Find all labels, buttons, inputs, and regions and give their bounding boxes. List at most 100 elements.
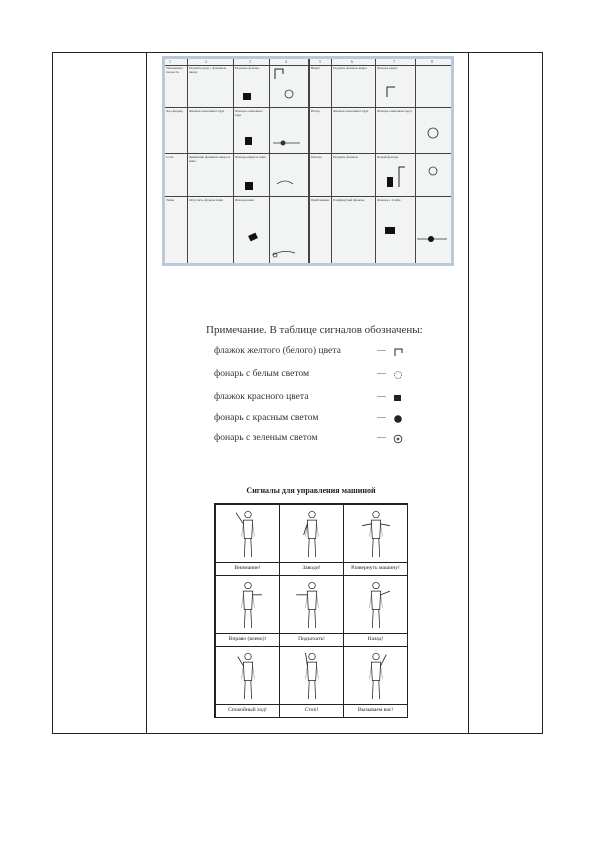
signal-name: Тише bbox=[166, 198, 175, 202]
column-divider-2 bbox=[468, 52, 469, 734]
signal-name: Стоп bbox=[166, 155, 174, 159]
signaller-figure-icon bbox=[361, 510, 390, 558]
signal-caption: Спокойный ход! bbox=[216, 704, 279, 717]
signal-cell: Внимание! bbox=[215, 504, 280, 576]
legend-dash: — bbox=[377, 345, 386, 355]
legend-label: флажок красного цвета bbox=[214, 391, 309, 402]
signal-night-description: Фонарь вниз bbox=[235, 198, 254, 202]
legend-label: фонарь с зеленым светом bbox=[214, 432, 318, 443]
signaller-figure-icon bbox=[368, 581, 390, 629]
signal-description: Развёрнутый флажок bbox=[333, 198, 365, 202]
signal-caption: Стоп! bbox=[280, 704, 343, 717]
signal-cell: Стоп! bbox=[279, 646, 344, 718]
signal-name: Уменьшить скорость bbox=[166, 66, 184, 75]
signal-name: Приближение bbox=[311, 198, 329, 202]
document-table bbox=[52, 52, 543, 734]
signal-description: Флажок описывает круг bbox=[333, 109, 369, 113]
legend-dash: — bbox=[377, 412, 386, 422]
signal-caption: Вправо (влево)! bbox=[216, 633, 279, 646]
column-number: 5 bbox=[319, 59, 321, 64]
yellow-flag-icon bbox=[274, 68, 284, 79]
signal-caption: Назад! bbox=[344, 633, 407, 646]
white-lantern-icon bbox=[284, 89, 294, 99]
signal-caption: Развернуть машину! bbox=[344, 562, 407, 575]
legend-dash: — bbox=[377, 368, 386, 378]
yellow-flag-icon bbox=[386, 86, 395, 97]
red-flag-icon bbox=[243, 93, 251, 100]
signaller-figure-icon bbox=[295, 581, 319, 629]
signal-caption: Вызываем вас! bbox=[344, 704, 407, 717]
red-lantern-icon bbox=[428, 236, 434, 242]
signal-description: Движение флажком вверх и вниз bbox=[189, 155, 231, 164]
signaller-figure-icon bbox=[302, 510, 319, 558]
legend: Примечание. В таблице сигналов обозначен… bbox=[206, 324, 446, 448]
crane-signals-grid: Внимание! Заводи! Развернуть машину! bbox=[214, 503, 408, 718]
red-flag-icon bbox=[385, 227, 395, 234]
signaller-figure-icon bbox=[240, 581, 262, 629]
white-lantern-icon bbox=[427, 127, 439, 139]
legend-row: фонарь с зеленым светом — bbox=[214, 432, 403, 446]
legend-dash: — bbox=[377, 391, 386, 401]
signal-cell: Развернуть машину! bbox=[343, 504, 408, 576]
signal-cell: Вправо (влево)! bbox=[215, 575, 280, 647]
column-number: 4 bbox=[285, 59, 287, 64]
legend-row: фонарь с красным светом — bbox=[214, 412, 402, 426]
signal-night-description: Фонарь описывает круг bbox=[235, 109, 263, 118]
red-lantern-icon bbox=[280, 140, 286, 146]
signal-name: Назад bbox=[311, 109, 320, 113]
signal-description: Поднять руку с флажком вверх bbox=[189, 66, 226, 75]
white-lantern-icon bbox=[394, 371, 402, 379]
column-number: 6 bbox=[351, 59, 353, 64]
signal-arc-icon bbox=[272, 251, 296, 256]
legend-label: фонарь с белым светом bbox=[214, 368, 310, 379]
signaller-figure-icon bbox=[235, 510, 255, 558]
legend-label: флажок желтого (белого) цвета bbox=[214, 345, 341, 356]
crane-signals-title: Сигналы для управления машиной bbox=[246, 486, 376, 495]
red-flag-icon bbox=[248, 232, 258, 242]
column-number: 7 bbox=[393, 59, 395, 64]
signal-cell: Спокойный ход! bbox=[215, 646, 280, 718]
signal-night-description: Фонарь вверх и вниз bbox=[235, 155, 266, 159]
red-flag-icon bbox=[245, 137, 252, 145]
signal-arc-icon bbox=[276, 180, 294, 185]
signal-name: Вверх bbox=[311, 66, 321, 70]
signal-caption: Заводи! bbox=[280, 562, 343, 575]
signaller-figure-icon bbox=[304, 652, 319, 700]
signal-night-description: Фонарь вверх bbox=[377, 66, 398, 70]
red-flag-icon bbox=[394, 395, 401, 401]
signal-description: Поднять флажок вверх bbox=[333, 66, 367, 70]
column-number: 8 bbox=[431, 59, 433, 64]
signaller-figure-icon bbox=[368, 652, 387, 700]
signal-cell: Подъехать! bbox=[279, 575, 344, 647]
green-lantern-icon bbox=[393, 434, 403, 444]
legend-dash: — bbox=[377, 432, 386, 442]
signal-description: Флажок описывает круг bbox=[189, 109, 225, 113]
signal-name: Ход вперёд bbox=[166, 109, 183, 113]
red-flag-icon bbox=[387, 177, 393, 187]
legend-row: фонарь с белым светом — bbox=[214, 368, 402, 382]
legend-row: флажок желтого (белого) цвета — bbox=[214, 345, 403, 359]
signal-cell: Вызываем вас! bbox=[343, 646, 408, 718]
legend-label: фонарь с красным светом bbox=[214, 412, 319, 423]
red-lantern-icon bbox=[394, 415, 402, 423]
signal-description: Опустить флажок вниз bbox=[189, 198, 224, 202]
signal-caption: Внимание! bbox=[216, 562, 279, 575]
signal-night-description: Белый фонарь bbox=[377, 155, 399, 159]
green-lantern-icon bbox=[428, 166, 438, 176]
signal-night-description: Фонарь с огнём bbox=[377, 198, 401, 202]
white-lantern-icon bbox=[272, 252, 278, 258]
column-number: 3 bbox=[249, 59, 251, 64]
legend-row: флажок красного цвета — bbox=[214, 391, 401, 405]
yellow-flag-icon bbox=[394, 348, 403, 356]
signal-cell: Заводи! bbox=[279, 504, 344, 576]
column-number: 2 bbox=[205, 59, 207, 64]
signal-caption: Подъехать! bbox=[280, 633, 343, 646]
column-number: 1 bbox=[169, 59, 171, 64]
signal-description: Поднять флажок bbox=[333, 155, 358, 159]
yellow-flag-icon bbox=[398, 166, 405, 187]
legend-title: Примечание. В таблице сигналов обозначен… bbox=[206, 324, 423, 336]
signal-night-description: Фонарь описывает круг bbox=[377, 109, 413, 113]
signal-name: Опасно bbox=[311, 155, 323, 159]
